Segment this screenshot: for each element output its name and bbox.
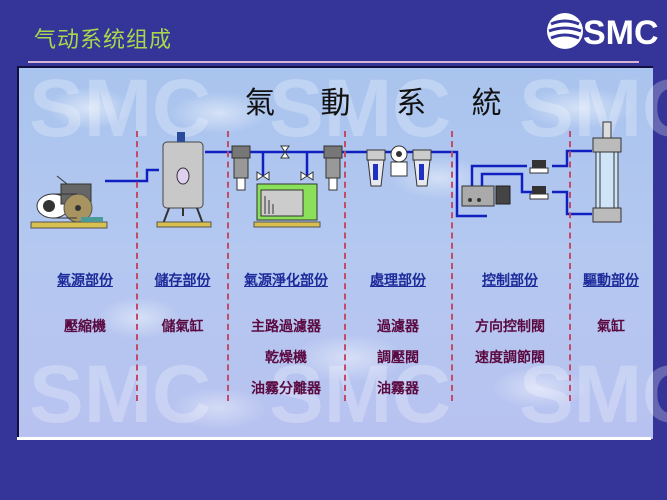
column-item: 油霧分離器 (251, 381, 321, 397)
section-divider (344, 131, 346, 401)
column-storage: 儲存部份 儲氣缸 (140, 270, 225, 347)
watermark: SMC (29, 349, 212, 440)
oil-mist-separator-icon (323, 145, 343, 191)
watermark: SMC (269, 63, 452, 154)
frl-unit-icon (366, 145, 432, 187)
diagram-title: 氣 動 系 統 (245, 86, 520, 121)
column-item: 儲氣缸 (161, 319, 204, 335)
column-header[interactable]: 處理部份 (370, 273, 426, 289)
column-air-source: 氣源部份 壓縮機 (40, 270, 130, 347)
column-item: 油霧器 (377, 381, 419, 397)
column-header[interactable]: 儲存部份 (154, 273, 211, 289)
dryer-icon (253, 183, 321, 228)
column-purification: 氣源淨化部份 主路過濾器 乾燥機 油霧分離器 (230, 270, 342, 409)
air-compressor-icon (30, 175, 108, 229)
slide-title: 气动系统组成 (34, 28, 173, 53)
valve-icons (256, 145, 314, 181)
logo-text: SMC (583, 14, 659, 52)
cylinder-icon (592, 121, 622, 223)
section-divider (451, 131, 453, 401)
column-item: 乾燥機 (265, 350, 307, 366)
pneumatic-diagram (30, 121, 622, 229)
column-processing: 處理部份 過濾器 調壓閥 油霧器 (348, 270, 448, 409)
main-filter-icon (231, 145, 251, 191)
column-header[interactable]: 驅動部份 (583, 273, 639, 289)
section-divider (227, 131, 229, 401)
column-item: 調壓閥 (377, 350, 419, 366)
column-item: 方向控制閥 (475, 319, 545, 335)
smc-logo-icon: SMC (547, 13, 659, 52)
column-header[interactable]: 氣源部份 (57, 273, 113, 289)
column-header[interactable]: 氣源淨化部份 (244, 273, 328, 289)
directional-valve-icon (461, 185, 511, 207)
title-divider (28, 61, 639, 63)
column-item: 壓縮機 (64, 319, 106, 335)
speed-control-valve-icon (529, 160, 549, 200)
watermark: SMC (269, 349, 452, 440)
pipe-lines (105, 149, 592, 218)
column-item: 氣缸 (597, 319, 625, 335)
column-item: 主路過濾器 (251, 319, 321, 335)
section-divider (569, 131, 571, 401)
column-control: 控制部份 方向控制閥 速度調節閥 (455, 270, 565, 378)
panel-bottom-rule (17, 437, 651, 440)
column-item: 過濾器 (377, 319, 419, 335)
column-item: 速度調節閥 (475, 350, 545, 366)
diagram-panel: SMC SMC SMC SMC SMC SMC (17, 63, 667, 440)
column-header[interactable]: 控制部份 (482, 273, 538, 289)
section-divider (136, 131, 138, 401)
column-actuator: 驅動部份 氣缸 (572, 270, 650, 347)
watermark: SMC (519, 349, 667, 440)
air-tank-icon (156, 132, 212, 228)
